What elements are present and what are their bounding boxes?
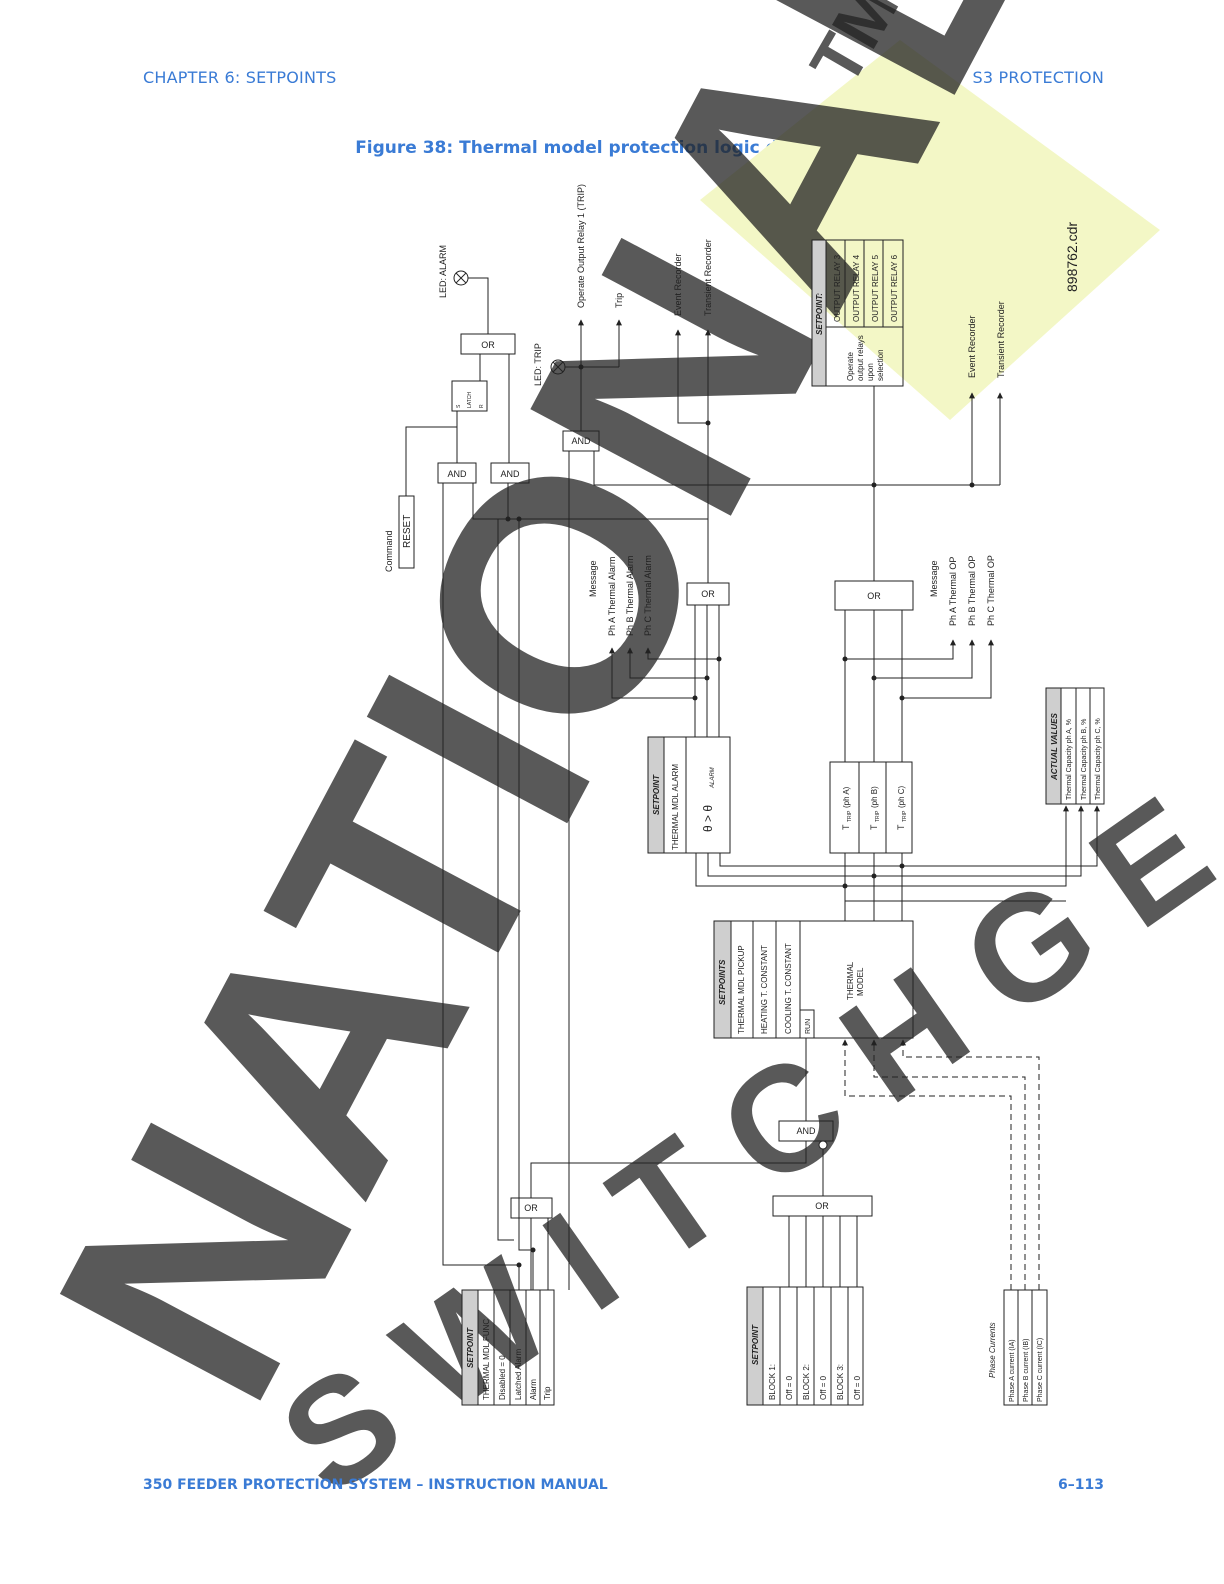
thermal-pickup: THERMAL MDL PICKUP: [737, 945, 746, 1034]
chapter-header: CHAPTER 6: SETPOINTS: [143, 68, 337, 87]
watermark: NATIONAL SWITCHGEAR TM: [0, 0, 1224, 1526]
event-recorder-right: Event Recorder: [967, 315, 977, 378]
phase-current-c: Phase C current (IC): [1037, 1338, 1044, 1402]
ttrip-a-phase: (ph A): [842, 786, 851, 808]
block-item-1: Off = 0: [785, 1375, 794, 1400]
func-item-4: Trip: [543, 1386, 552, 1400]
func-item-2: Latched Alarm: [514, 1349, 523, 1400]
phase-currents-title: Phase Currents: [988, 1322, 997, 1378]
func-item-3: Alarm: [529, 1379, 538, 1400]
alarm-message-a: Ph A Thermal Alarm: [607, 557, 617, 636]
actual-value-a: Thermal Capacity ph A, %: [1066, 719, 1073, 800]
event-recorder-top: Event Recorder: [673, 253, 683, 316]
relay-item-6: OUTPUT RELAY 6: [890, 254, 899, 322]
block-item-0: BLOCK 1:: [768, 1364, 777, 1400]
ttrip-a-t: T: [841, 824, 851, 830]
phase-current-a: Phase A current (IA): [1009, 1339, 1016, 1402]
actual-value-c: Thermal Capacity ph C, %: [1095, 718, 1102, 800]
op-message-c: Ph C Thermal OP: [986, 555, 996, 626]
model-line-1: THERMAL: [846, 961, 855, 1000]
relays-setpoint-header: [811, 239, 827, 387]
op-message-title: Message: [929, 560, 939, 597]
latch-label: LATCH: [467, 392, 473, 408]
alarm-setpoint-label: THERMAL MDL ALARM: [671, 764, 680, 850]
alarm-setpoint-title: SETPOINT: [652, 774, 661, 815]
watermark-yellow-panel: [700, 40, 1160, 420]
manual-footer: 350 FEEDER PROTECTION SYSTEM – INSTRUCTI…: [143, 1477, 608, 1493]
block-item-3: Off = 0: [819, 1375, 828, 1400]
relay1-label: Operate Output Relay 1 (TRIP): [576, 184, 586, 308]
run-box: [799, 1009, 815, 1039]
alarm-expression-sub: ALARM: [710, 767, 716, 789]
trip-label: Trip: [614, 293, 624, 308]
and-gate-latched-label: AND: [447, 469, 467, 479]
or-gate-alarm-label: OR: [481, 340, 495, 350]
op-message-a: Ph A Thermal OP: [948, 557, 958, 626]
ttrip-b-t: T: [869, 824, 879, 830]
relays-operate-4: selection: [876, 349, 885, 381]
phase-current-b: Phase B current (IB): [1023, 1339, 1030, 1402]
func-setpoint-title: SETPOINT: [466, 1327, 475, 1368]
or-gate-block-label: OR: [815, 1201, 829, 1211]
thermal-setpoints-title: SETPOINTS: [718, 959, 727, 1005]
heating-constant: HEATING T. CONSTANT: [760, 945, 769, 1034]
block-item-4: BLOCK 3:: [836, 1364, 845, 1400]
and-gate-trip-label: AND: [571, 436, 591, 446]
inverter-bubble: [818, 1140, 828, 1150]
func-item-0: THERMAL MDL FUNC: [482, 1319, 491, 1400]
block-item-2: BLOCK 2:: [802, 1364, 811, 1400]
op-message-b: Ph B Thermal OP: [967, 556, 977, 626]
relays-operate-3: upon: [866, 363, 875, 381]
and-gate-block-label: AND: [796, 1126, 816, 1136]
relays-setpoint-title: SETPOINT:: [815, 293, 824, 335]
led-trip-label: LED: TRIP: [533, 343, 543, 386]
or-gate-alarm-msg-label: OR: [701, 589, 715, 599]
latch-s: S: [456, 404, 462, 408]
alarm-message-b: Ph B Thermal Alarm: [625, 556, 635, 636]
ttrip-b-phase: (ph B): [870, 786, 879, 808]
cooling-constant: COOLING T. CONSTANT: [784, 943, 793, 1034]
led-alarm-icon: [453, 270, 469, 286]
relays-operate-1: Operate: [846, 352, 855, 381]
latch-box: [451, 380, 488, 412]
relay-item-3: OUTPUT RELAY 3: [833, 254, 842, 322]
transient-recorder-top: Transient Recorder: [703, 239, 713, 316]
relay-item-4: OUTPUT RELAY 4: [852, 254, 861, 322]
or-gate-func-label: OR: [524, 1203, 538, 1213]
and-gate-alarm-label: AND: [500, 469, 520, 479]
latch-r: R: [479, 404, 485, 408]
actual-value-b: Thermal Capacity ph B, %: [1081, 719, 1088, 800]
section-header: S3 PROTECTION: [972, 68, 1104, 87]
alarm-message-title: Message: [588, 560, 598, 597]
reset-label: RESET: [402, 515, 413, 548]
ttrip-c-phase: (ph C): [897, 785, 906, 808]
alarm-message-c: Ph C Thermal Alarm: [643, 555, 653, 636]
alarm-expression: θ > θ: [701, 805, 715, 832]
block-item-5: Off = 0: [853, 1375, 862, 1400]
relays-operate-2: output relays: [856, 335, 865, 381]
ttrip-b-sub: TRIP: [875, 810, 881, 822]
actual-values-title: ACTUAL VALUES: [1050, 713, 1059, 781]
led-alarm-label: LED: ALARM: [438, 245, 448, 298]
relay-item-5: OUTPUT RELAY 5: [871, 254, 880, 322]
and-gate-alarm: [490, 462, 530, 484]
ttrip-box: [829, 761, 913, 854]
figure-code: 898762.cdr: [1064, 222, 1080, 292]
model-line-2: MODEL: [856, 967, 865, 996]
ttrip-c-sub: TRIP: [902, 810, 908, 822]
transient-recorder-right: Transient Recorder: [996, 301, 1006, 378]
command-label: Command: [384, 530, 394, 572]
or-gate-op-label: OR: [867, 591, 881, 601]
block-setpoint-title: SETPOINT: [751, 1324, 760, 1365]
func-item-1: Disabled = 0: [498, 1355, 507, 1400]
run-label: RUN: [805, 1019, 812, 1034]
figure-title: Figure 38: Thermal model protection logi…: [355, 138, 845, 158]
ttrip-a-sub: TRIP: [847, 810, 853, 822]
page-number: 6–113: [1058, 1477, 1104, 1493]
ttrip-c-t: T: [896, 824, 906, 830]
